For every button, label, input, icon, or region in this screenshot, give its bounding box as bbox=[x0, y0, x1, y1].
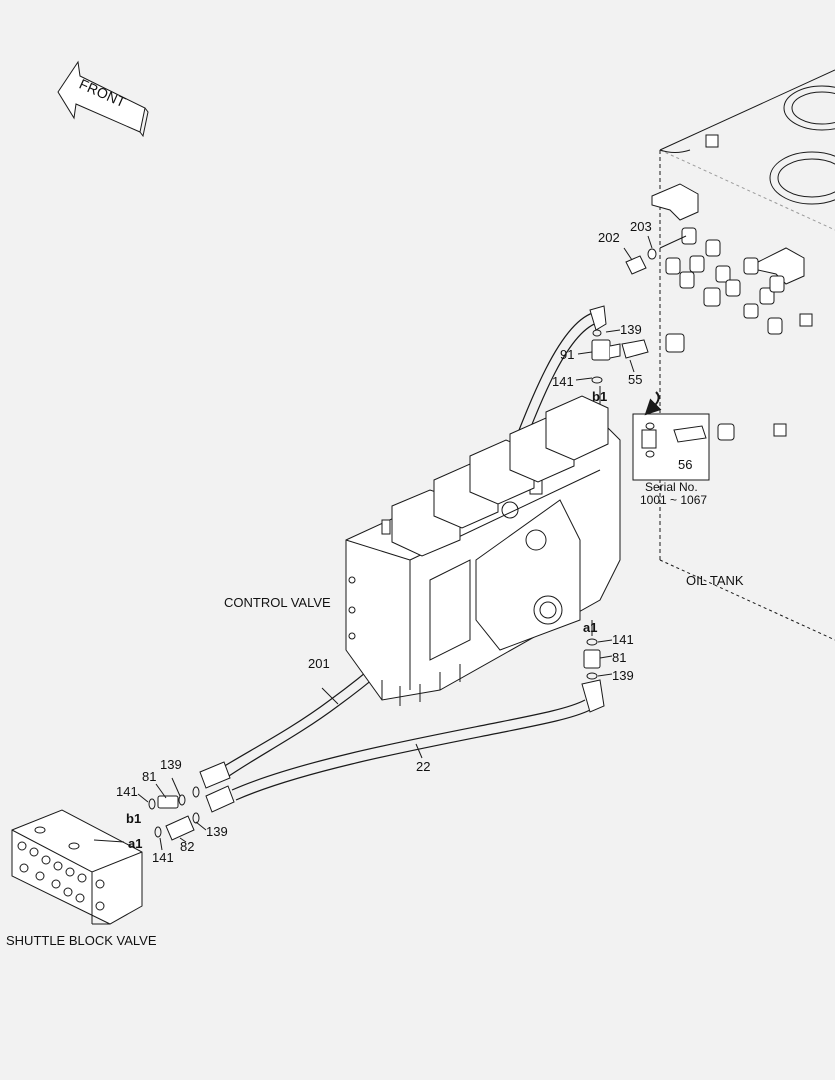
fitting-81-left-icon bbox=[148, 786, 200, 810]
hose-201-label: 201 bbox=[308, 656, 330, 671]
part-139-left-top-label: 139 bbox=[160, 757, 182, 772]
part-202-label: 202 bbox=[598, 230, 620, 245]
shuttle-block-valve-drawing bbox=[11, 809, 143, 925]
plug-202-icon bbox=[623, 247, 647, 275]
switch-55-icon bbox=[621, 339, 649, 373]
part-141-left-bot-label: 141 bbox=[152, 850, 174, 865]
part-203-label: 203 bbox=[630, 219, 652, 234]
hose-22-label: 22 bbox=[416, 759, 431, 774]
part-81-mid-label: 81 bbox=[612, 650, 627, 665]
part-81-left-label: 81 bbox=[142, 769, 157, 784]
part-55-label: 55 bbox=[628, 372, 643, 387]
port-a1-left-label: a1 bbox=[128, 836, 143, 851]
part-141-mid-label: 141 bbox=[612, 632, 634, 647]
leader-lines bbox=[93, 329, 621, 851]
fitting-91-icon bbox=[591, 329, 621, 410]
part-141-top-label: 141 bbox=[552, 374, 574, 389]
control-valve-drawing bbox=[345, 395, 621, 706]
fitting-81-mid-icon bbox=[583, 620, 601, 680]
oil-tank-label: OIL TANK bbox=[686, 573, 744, 588]
oring-203-icon bbox=[647, 235, 687, 260]
part-82-label: 82 bbox=[180, 839, 195, 854]
part-139-mid-label: 139 bbox=[612, 668, 634, 683]
part-139-left-bot-label: 139 bbox=[206, 824, 228, 839]
part-141-left-label: 141 bbox=[116, 784, 138, 799]
serial-inset-box bbox=[632, 391, 710, 481]
part-91-label: 91 bbox=[560, 347, 575, 362]
fitting-82-icon bbox=[154, 812, 200, 841]
part-139-top-label: 139 bbox=[620, 322, 642, 337]
hose-22-drawing bbox=[205, 679, 605, 813]
control-valve-label: CONTROL VALVE bbox=[224, 595, 331, 610]
port-a1-mid-label: a1 bbox=[583, 620, 598, 635]
serial-range-label: 1001 ~ 1067 bbox=[640, 493, 708, 507]
part-56-label: 56 bbox=[678, 457, 693, 472]
front-arrow-icon bbox=[57, 60, 149, 138]
oil-tank-drawing bbox=[651, 69, 835, 641]
serial-label: Serial No. bbox=[645, 480, 698, 494]
port-b1-left-label: b1 bbox=[126, 811, 142, 826]
port-b1-top-label: b1 bbox=[592, 389, 608, 404]
shuttle-block-valve-label: SHUTTLE BLOCK VALVE bbox=[6, 933, 157, 948]
